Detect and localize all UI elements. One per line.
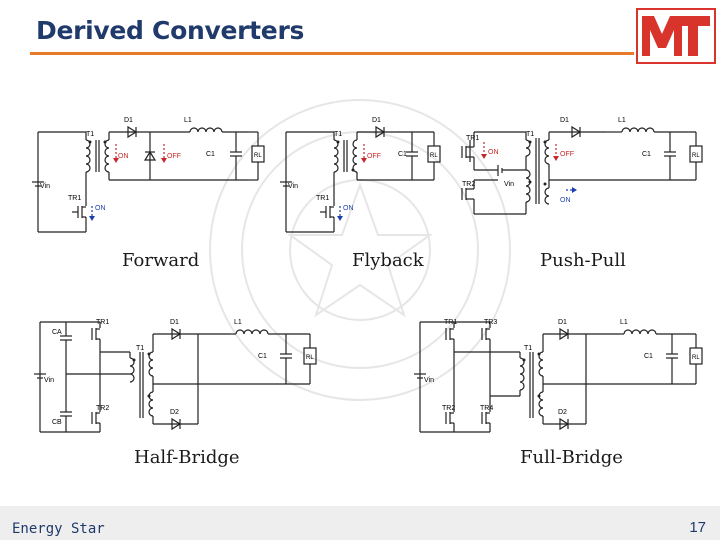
forward-c1-label: C1 [206, 151, 215, 158]
push-pull-c1-label: C1 [642, 151, 651, 158]
push-pull-tr1-label: TR1 [466, 135, 479, 142]
half-bridge-converter-diagram: TR1 CA D1 L1 T1 C1 RL Vin TR2 CB D2 [34, 319, 317, 433]
page-number: 17 [689, 519, 706, 536]
half-bridge-d2-label: D2 [170, 409, 179, 416]
full-bridge-rl-label: RL [692, 355, 700, 361]
caption-half-bridge: Half-Bridge [134, 447, 240, 468]
company-logo [636, 8, 716, 64]
flyback-d1-label: D1 [372, 117, 381, 124]
forward-l1-label: L1 [184, 117, 192, 124]
push-pull-on2-label: ON [560, 197, 571, 204]
push-pull-rl-label: RL [692, 153, 700, 159]
forward-converter-diagram: D1 L1 T1 C1 RL Vin TR1 ON OFF ON [32, 117, 265, 233]
flyback-rl-label: RL [430, 153, 438, 159]
flyback-c1-label: C1 [398, 151, 407, 158]
full-bridge-d1-label: D1 [558, 319, 567, 326]
forward-switch-on-label: ON [95, 205, 106, 212]
forward-t1-label: T1 [86, 131, 94, 138]
half-bridge-d1-label: D1 [170, 319, 179, 326]
push-pull-vin-label: Vin [504, 181, 514, 188]
half-bridge-vin-label: Vin [44, 377, 54, 384]
push-pull-converter-diagram: TR1 T1 D1 L1 C1 RL Vin TR2 ON OFF ON [461, 117, 703, 215]
forward-tr1-label: TR1 [68, 195, 81, 202]
half-bridge-l1-label: L1 [234, 319, 242, 326]
caption-full-bridge: Full-Bridge [520, 447, 623, 468]
full-bridge-tr1-label: TR1 [444, 319, 457, 326]
push-pull-on-label: ON [488, 149, 499, 156]
half-bridge-ca-label: CA [52, 329, 62, 336]
half-bridge-cb-label: CB [52, 419, 62, 426]
push-pull-l1-label: L1 [618, 117, 626, 124]
full-bridge-tr3-label: TR3 [484, 319, 497, 326]
full-bridge-t1-label: T1 [524, 345, 532, 352]
footer-text: Energy Star [12, 521, 105, 537]
push-pull-off-label: OFF [560, 151, 574, 158]
slide-title: Derived Converters [36, 16, 305, 45]
caption-forward: Forward [122, 250, 200, 271]
push-pull-tr2-label: TR2 [462, 181, 475, 188]
flyback-switch-on-label: ON [343, 205, 354, 212]
forward-off-label: OFF [167, 153, 181, 160]
flyback-converter-diagram: D1 T1 C1 RL Vin TR1 OFF ON [280, 117, 441, 233]
half-bridge-tr2-label: TR2 [96, 405, 109, 412]
full-bridge-l1-label: L1 [620, 319, 628, 326]
full-bridge-tr4-label: TR4 [480, 405, 493, 412]
full-bridge-d2-label: D2 [558, 409, 567, 416]
caption-push-pull: Push-Pull [540, 250, 626, 271]
forward-d1-label: D1 [124, 117, 133, 124]
flyback-off-label: OFF [367, 153, 381, 160]
full-bridge-c1-label: C1 [644, 353, 653, 360]
caption-flyback: Flyback [352, 250, 424, 271]
forward-on-label: ON [118, 153, 129, 160]
half-bridge-tr1-label: TR1 [96, 319, 109, 326]
footer-bar [0, 506, 720, 540]
half-bridge-c1-label: C1 [258, 353, 267, 360]
full-bridge-converter-diagram: TR1 TR3 D1 L1 T1 C1 RL Vin TR2 TR4 D2 [414, 319, 703, 433]
title-underline [30, 52, 634, 55]
push-pull-d1-label: D1 [560, 117, 569, 124]
full-bridge-tr2-label: TR2 [442, 405, 455, 412]
push-pull-t1-label: T1 [526, 131, 534, 138]
forward-vin-label: Vin [40, 183, 50, 190]
half-bridge-t1-label: T1 [136, 345, 144, 352]
full-bridge-vin-label: Vin [424, 377, 434, 384]
flyback-vin-label: Vin [288, 183, 298, 190]
flyback-t1-label: T1 [334, 131, 342, 138]
half-bridge-rl-label: RL [306, 355, 314, 361]
forward-rl-label: RL [254, 153, 262, 159]
flyback-tr1-label: TR1 [316, 195, 329, 202]
